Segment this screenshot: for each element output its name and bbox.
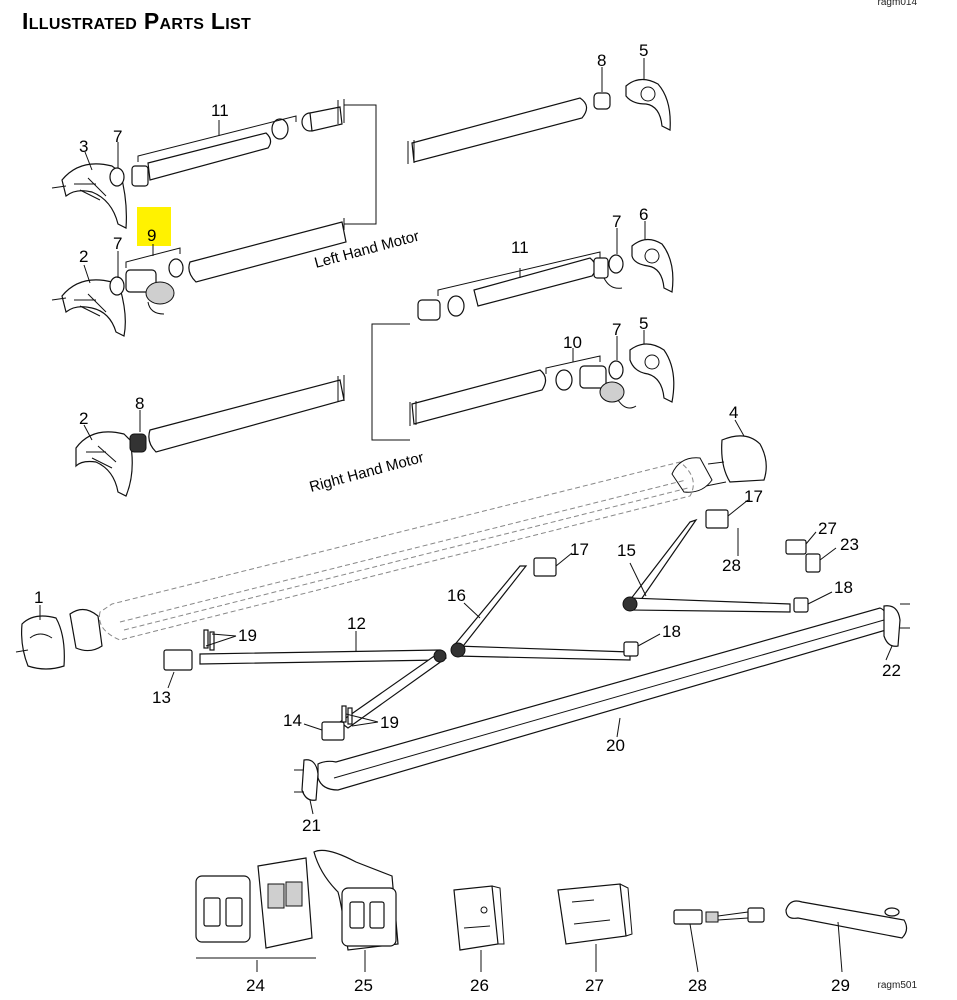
callout-19-a: 19 bbox=[238, 626, 257, 645]
callout-7-c: 7 bbox=[612, 212, 621, 231]
callout-numbers: 11 8 5 3 7 9 7 2 7 6 11 10 7 5 2 8 4 17 … bbox=[34, 41, 901, 995]
callout-2-upper: 2 bbox=[79, 247, 88, 266]
callout-22: 22 bbox=[882, 661, 901, 680]
callout-7-d: 7 bbox=[612, 320, 621, 339]
callout-1: 1 bbox=[34, 588, 43, 607]
callout-26: 26 bbox=[470, 976, 489, 995]
callout-27-bottom: 27 bbox=[585, 976, 604, 995]
callout-16: 16 bbox=[447, 586, 466, 605]
callout-10: 10 bbox=[563, 333, 582, 352]
callout-2-lower: 2 bbox=[79, 409, 88, 428]
callout-8-lower: 8 bbox=[135, 394, 144, 413]
callout-4: 4 bbox=[729, 403, 738, 422]
callout-19-b: 19 bbox=[380, 713, 399, 732]
callout-21: 21 bbox=[302, 816, 321, 835]
callout-11-lower: 11 bbox=[511, 238, 529, 257]
right-hand-motor-caption: Right Hand Motor bbox=[308, 449, 426, 496]
callout-18-a: 18 bbox=[834, 578, 853, 597]
page-title: Illustrated Parts List bbox=[22, 8, 252, 34]
controls-row bbox=[195, 849, 908, 959]
callout-7-a: 7 bbox=[113, 127, 122, 146]
callout-23: 23 bbox=[840, 535, 859, 554]
callout-18-b: 18 bbox=[662, 622, 681, 641]
callout-17-a: 17 bbox=[744, 487, 763, 506]
callout-17-b: 17 bbox=[570, 540, 589, 559]
callout-28-bottom: 28 bbox=[688, 976, 707, 995]
drawing-ref-top: ragm014 bbox=[877, 0, 917, 8]
callout-13: 13 bbox=[152, 688, 171, 707]
callout-24: 24 bbox=[246, 976, 265, 995]
upper-roller-assembly bbox=[51, 78, 671, 230]
callout-leaders bbox=[39, 58, 893, 973]
callout-5-upper: 5 bbox=[639, 41, 648, 60]
callout-27-frame: 27 bbox=[818, 519, 837, 538]
callout-20: 20 bbox=[606, 736, 625, 755]
left-hand-motor-assembly bbox=[51, 221, 347, 337]
callout-12: 12 bbox=[347, 614, 366, 633]
callout-29: 29 bbox=[831, 976, 850, 995]
callout-25: 25 bbox=[354, 976, 373, 995]
right-motor-upper-assembly bbox=[417, 238, 674, 321]
callout-7-b: 7 bbox=[113, 234, 122, 253]
callout-9: 9 bbox=[147, 226, 156, 245]
callout-14: 14 bbox=[283, 711, 302, 730]
callout-5-lower: 5 bbox=[639, 314, 648, 333]
highlight-part-9 bbox=[137, 207, 171, 246]
right-hand-motor-assembly bbox=[75, 343, 675, 497]
callout-6: 6 bbox=[639, 205, 648, 224]
callout-28-frame: 28 bbox=[722, 556, 741, 575]
awning-frame-assembly bbox=[15, 435, 910, 801]
callout-11-upper: 11 bbox=[211, 101, 229, 120]
callout-8-upper: 8 bbox=[597, 51, 606, 70]
callout-3: 3 bbox=[79, 137, 88, 156]
drawing-ref-bottom: ragm501 bbox=[877, 980, 917, 991]
callout-15: 15 bbox=[617, 541, 636, 560]
